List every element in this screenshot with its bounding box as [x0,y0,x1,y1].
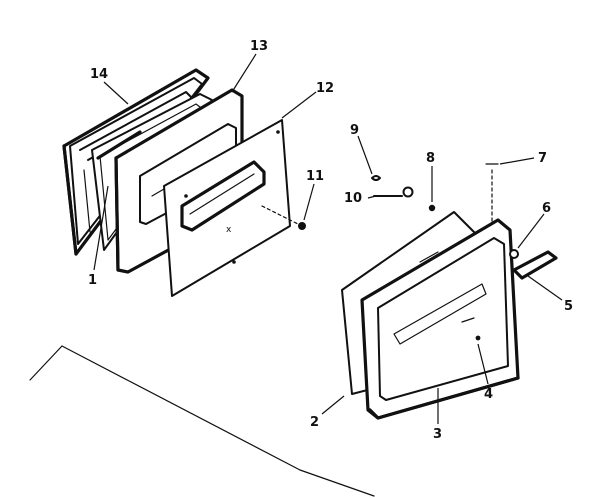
leader-6 [517,213,545,249]
callout-2: 2 [310,415,319,430]
callout-7: 7 [538,151,547,166]
part-5-handle-bar [512,250,558,280]
part-3-door-frame [360,218,520,420]
callout-12: 12 [316,81,334,96]
perspective-guide-corner [29,345,63,381]
leader-2 [321,395,345,415]
handle-bracket-ring [509,249,519,259]
handle-bar-shape [512,250,558,280]
leader-11 [303,183,315,221]
inner-liner-left-edge [114,156,120,272]
door-panel-window [180,160,266,232]
part-11-screw [261,205,306,230]
screw-alignment-line [261,205,299,225]
leader-10 [367,195,377,199]
part-9-clip-shape [371,175,381,181]
window-glass-slot [393,283,487,345]
callout-labels: 1 2 3 4 5 6 7 8 9 10 11 12 13 14 [88,39,573,442]
leader-12 [281,91,317,119]
callout-leaders [93,53,563,424]
callout-4: 4 [484,387,493,402]
window-glass-clip [475,335,481,341]
leader-4 [477,343,489,385]
leader-13 [231,53,257,93]
leader-9 [357,135,373,175]
screw-head [298,222,306,230]
door-panel-screw-hole-c [276,130,280,134]
callout-1: 1 [88,273,97,288]
callout-5: 5 [564,299,573,314]
gasket-top-rim [96,130,142,160]
part-12-door-panel: x [163,119,291,297]
callout-6: 6 [542,201,551,216]
leader-1 [93,185,109,271]
glass-pane-mark [419,251,439,263]
callout-10: 10 [344,191,362,206]
perspective-guide-line [61,345,375,497]
leader-5 [527,275,563,301]
leader-7 [499,157,535,165]
outer-door-left-edge [62,144,78,256]
window-glass-mark [461,317,475,323]
callout-11: 11 [306,169,324,184]
callout-3: 3 [433,427,442,442]
part-7-alignment-pin [485,163,499,223]
part-4-window-glass [393,283,487,345]
callout-9: 9 [350,123,359,138]
part-8-screw-head [428,204,436,212]
outer-door-side-mark [83,169,91,233]
door-panel-mark: x [226,225,232,235]
part-8-screw [428,204,436,212]
callout-8: 8 [426,151,435,166]
door-frame-bottom-lip [368,376,520,420]
part-10-spring [373,186,414,198]
leader-14 [103,81,129,105]
part-10-spring-loop [402,186,414,198]
callout-13: 13 [250,39,268,54]
part-6-handle-bracket [509,249,519,259]
callout-14: 14 [90,67,108,82]
door-panel-screw-hole-a [184,194,188,198]
door-panel-screw-hole-b [232,260,236,264]
part-9-clip [371,175,381,181]
door-panel-window-glass-line [189,173,255,215]
door-frame-inner [377,237,509,401]
outer-door-inner-edge [69,77,203,245]
